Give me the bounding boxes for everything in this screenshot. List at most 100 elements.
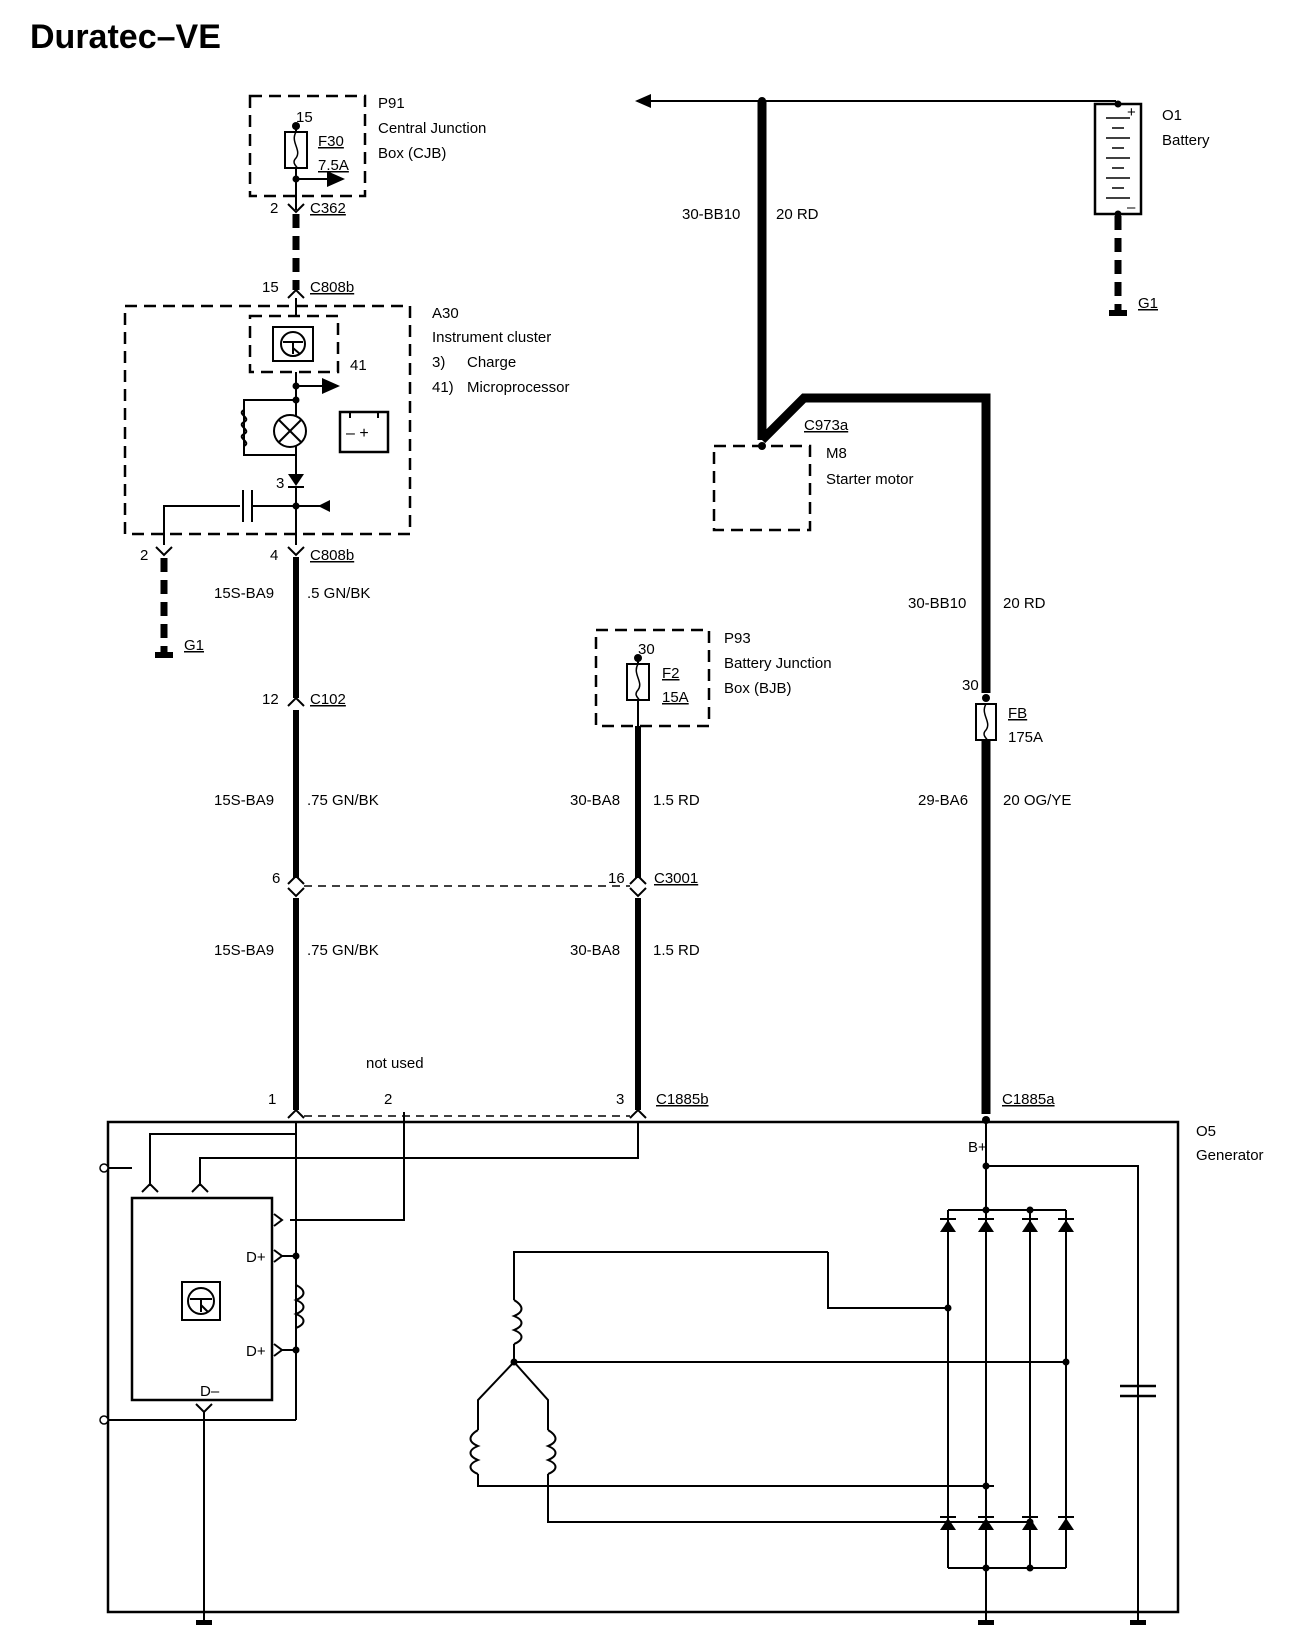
voltage-regulator [130,1196,274,1402]
m8-starter-motor: C973a M8 Starter motor [712,417,914,532]
stator-winding-icon [511,1299,523,1345]
fb-pin: 30 [962,677,979,694]
field-coil-icon [293,1284,305,1329]
c362-name: C362 [310,200,346,217]
connector-c362: 2 C362 [270,200,346,217]
c3001-pin-right: 16 [608,870,625,887]
p93-fuse-rating: 15A [662,689,689,706]
fuse-f30-icon [284,131,308,169]
o5-id: O5 [1196,1123,1216,1140]
connector-c808b-top: 15 C808b [262,279,354,299]
regulator-dminus: D– [200,1383,220,1400]
c808b-top-pin: 15 [262,279,279,296]
p91-central-junction-box: 15 F30 7.5A P91 Central Junction Box (CJ… [248,94,486,210]
connector-c102: 12 C102 [262,691,346,708]
p93-name-line2: Box (BJB) [724,680,792,697]
p91-id: P91 [378,95,405,112]
m8-id: M8 [826,445,847,462]
connector-c1885b: not used 1 2 3 C1885b [268,1055,709,1119]
wire-fb-spec: 20 OG/YE [1003,792,1071,809]
connector-c3001: 6 16 C3001 [272,870,698,898]
fuse-fb: 30 FB 175A [962,677,1043,746]
wire-mid-center-circuit: 30-BA8 [570,792,620,809]
fb-fuse-label: FB [1008,705,1027,722]
p91-name-line2: Box (CJB) [378,145,446,162]
regulator-transistor-icon [181,1281,221,1321]
charge-warning-battery-icon: – + [338,410,390,454]
c3001-pin-left: 6 [272,870,280,887]
ground-icon [155,652,173,658]
wire-mid-left-circuit: 15S-BA9 [214,792,274,809]
a30-instrument-cluster: 41 – + 3 A30 Instrument c [123,298,570,545]
regulator-dplus2: D+ [246,1343,266,1360]
c1885b-name: C1885b [656,1091,709,1108]
ground-icon [1109,310,1127,316]
wire-cluster-spec: .5 GN/BK [307,585,370,602]
a30-note2-text: Microprocessor [467,379,570,396]
o1-battery: + – O1 Battery [635,94,1210,218]
a30-id: A30 [432,305,459,322]
wire-starter-spec: 20 RD [1003,595,1046,612]
o1-id: O1 [1162,107,1182,124]
c808b-ground-pin: 2 [140,547,148,564]
c3001-name: C3001 [654,870,698,887]
wire-low-center-circuit: 30-BA8 [570,942,620,959]
a30-label-41: 41 [350,357,367,374]
ground-icon [1130,1620,1146,1625]
a30-note1-num: 3) [432,354,445,371]
c1885b-pin1: 1 [268,1091,276,1108]
wire-low-center-spec: 1.5 RD [653,942,700,959]
ground-icon [978,1620,994,1625]
wire-mid-center-spec: 1.5 RD [653,792,700,809]
a30-label-3: 3 [276,475,284,492]
fb-fuse-rating: 175A [1008,729,1043,746]
p93-battery-junction-box: 30 F2 15A P93 Battery Junction Box (BJB) [594,628,832,728]
c973a-name: C973a [804,417,849,434]
wire-starter-circuit: 30-BB10 [908,595,966,612]
generator-bplus: B+ [968,1139,987,1156]
c808b-top-name: C808b [310,279,354,296]
diode-icon [288,474,304,486]
p93-pin: 30 [638,641,655,658]
battery-minus: – [1127,199,1136,216]
ground-g1-battery: G1 [1109,216,1158,316]
c102-pin: 12 [262,691,279,708]
p91-fuse-rating: 7.5A [318,157,349,174]
connector-c808b-bottom: 4 2 C808b [140,546,354,564]
ground-icon [196,1620,212,1625]
wire-mid-left-spec: .75 GN/BK [307,792,379,809]
wire-battery-spec: 20 RD [776,206,819,223]
a30-note1-text: Charge [467,354,516,371]
p93-name-line1: Battery Junction [724,655,832,672]
wire-battery-circuit: 30-BB10 [682,206,740,223]
p91-name-line1: Central Junction [378,120,486,137]
connector-c1885a: C1885a [982,1091,1055,1124]
warning-lamp-icon [273,414,307,448]
diagram-title: Duratec–VE [30,18,221,56]
p93-id: P93 [724,630,751,647]
m8-name: Starter motor [826,471,914,488]
rectifier-diodes [940,1218,1074,1530]
wire-fb-circuit: 29-BA6 [918,792,968,809]
p91-fuse-label: F30 [318,133,344,150]
c362-pin: 2 [270,200,278,217]
microprocessor-icon [272,326,314,362]
c1885b-pin3: 3 [616,1091,624,1108]
battery-plus: + [1127,104,1136,121]
wire-low-left-circuit: 15S-BA9 [214,942,274,959]
c808b-bottom-name: C808b [310,547,354,564]
c1885a-name: C1885a [1002,1091,1055,1108]
o1-name: Battery [1162,132,1210,149]
wire-cluster-circuit: 15S-BA9 [214,585,274,602]
resistor-icon [240,409,248,447]
regulator-dplus1: D+ [246,1249,266,1266]
p93-fuse-label: F2 [662,665,680,682]
p91-pin-15: 15 [296,109,313,126]
wire-starter-to-fb [758,393,991,693]
ground-g1-cluster: G1 [155,558,204,658]
c1885b-pin2: 2 [384,1091,392,1108]
fuse-fb-icon [975,703,997,741]
svg-text:– +: – + [346,425,369,442]
a30-note2-num: 41) [432,379,454,396]
